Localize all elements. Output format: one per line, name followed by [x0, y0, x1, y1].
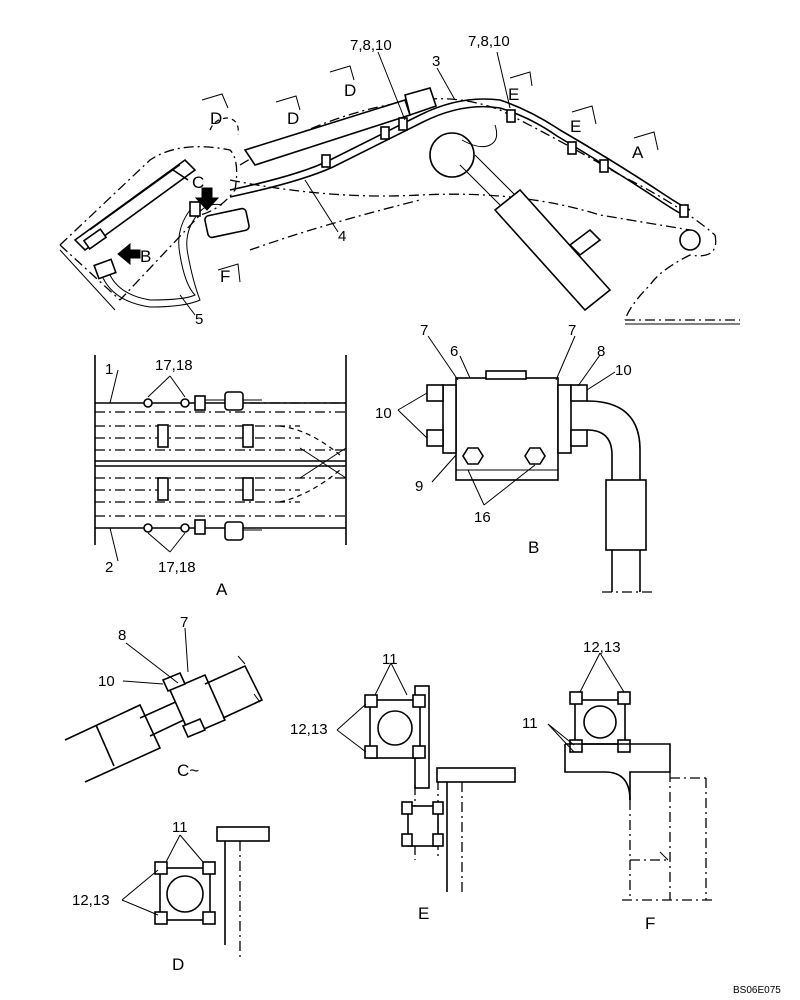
view-d-callout-11: 11 — [172, 819, 188, 836]
view-d-title: D — [172, 955, 184, 974]
section-mark-e1: E — [508, 85, 519, 104]
view-b-callout-16: 16 — [474, 509, 491, 526]
view-a-title: A — [216, 580, 228, 599]
view-d: 11 12,13 D — [72, 819, 270, 974]
section-mark-f: F — [220, 267, 230, 286]
view-b-callout-6: 6 — [450, 343, 458, 360]
view-f-title: F — [645, 914, 655, 933]
view-f-callout-12-13: 12,13 — [583, 639, 621, 656]
view-b-title: B — [528, 538, 539, 557]
view-c-callout-8: 8 — [118, 627, 126, 644]
view-b-callout-8: 8 — [597, 343, 605, 360]
callout-7-8-10-left: 7,8,10 — [350, 37, 392, 54]
callout-4: 4 — [338, 228, 346, 245]
document-code: BS06E075 — [733, 985, 781, 996]
section-mark-a: A — [632, 143, 644, 162]
view-f: 12,13 11 F — [522, 639, 714, 933]
view-a-callout-1: 1 — [105, 361, 113, 378]
view-f-callout-11: 11 — [522, 715, 538, 732]
view-b-callout-9: 9 — [415, 478, 423, 495]
view-a-callout-17-18-top: 17,18 — [155, 357, 193, 374]
arrow-label-c: C — [192, 173, 204, 192]
arrow-label-b: B — [140, 247, 151, 266]
view-e-title: E — [418, 904, 429, 923]
view-b-callout-10-right: 10 — [615, 362, 632, 379]
view-c-title: C~ — [177, 761, 199, 780]
view-b-callout-10-left: 10 — [375, 405, 392, 422]
section-mark-d2: D — [287, 109, 299, 128]
view-b: 7 6 7 8 10 10 9 16 B — [375, 322, 652, 593]
callout-3: 3 — [432, 53, 440, 70]
view-e-callout-11: 11 — [382, 651, 398, 668]
section-mark-d3: D — [344, 81, 356, 100]
callout-5: 5 — [195, 311, 203, 328]
view-e: 11 12,13 E — [290, 651, 516, 923]
view-d-callout-12-13: 12,13 — [72, 892, 110, 909]
view-a-callout-17-18-bottom: 17,18 — [158, 559, 196, 576]
view-b-callout-7-right: 7 — [568, 322, 576, 339]
view-c-callout-7: 7 — [180, 614, 188, 631]
view-b-callout-7-left: 7 — [420, 322, 428, 339]
view-a-callout-2: 2 — [105, 559, 113, 576]
callout-7-8-10-right: 7,8,10 — [468, 33, 510, 50]
section-mark-e2: E — [570, 117, 581, 136]
view-c-callout-10: 10 — [98, 673, 115, 690]
boom-arm-overview: 7,8,10 7,8,10 3 4 5 D D D E E A F B C — [59, 33, 740, 328]
view-e-callout-12-13: 12,13 — [290, 721, 328, 738]
view-a: 1 2 17,18 17,18 A — [94, 355, 347, 599]
section-mark-d1: D — [210, 109, 222, 128]
view-c: 8 7 10 C~ — [64, 614, 264, 783]
